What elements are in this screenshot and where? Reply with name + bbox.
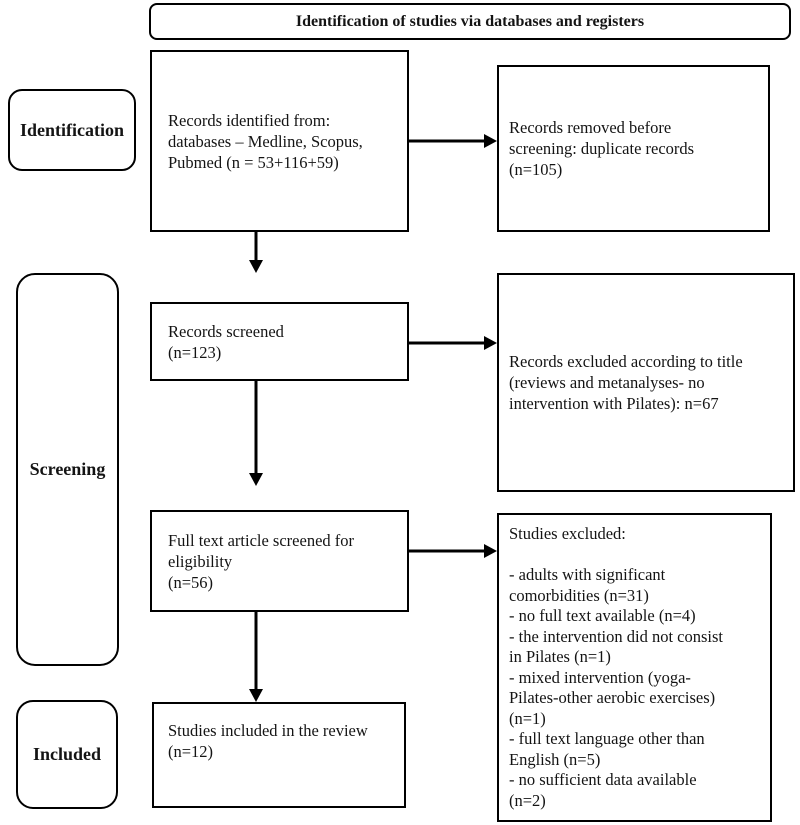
stage-label-screening: Screening xyxy=(16,273,119,666)
arrow-screened-to-excluded xyxy=(409,335,497,351)
box-records-identified-text: Records identified from: databases – Med… xyxy=(168,110,363,172)
box-studies-excluded-text: Studies excluded: - adults with signific… xyxy=(509,524,724,810)
arrowhead-down-icon xyxy=(249,260,263,273)
arrow-shaft xyxy=(254,612,258,691)
arrow-fulltext-to-included xyxy=(248,612,264,702)
arrowhead-down-icon xyxy=(249,473,263,486)
box-records-removed-text: Records removed before screening: duplic… xyxy=(509,118,695,179)
diagram-title-box: Identification of studies via databases … xyxy=(149,3,791,40)
box-records-screened: Records screened (n=123) xyxy=(150,302,409,381)
box-full-text-screened: Full text article screened for eligibili… xyxy=(150,510,409,612)
arrow-identified-to-screened xyxy=(248,232,264,273)
diagram-title: Identification of studies via databases … xyxy=(295,12,645,30)
box-records-removed: Records removed before screening: duplic… xyxy=(497,65,770,232)
arrow-screened-to-fulltext xyxy=(248,381,264,486)
arrow-shaft xyxy=(254,232,258,262)
stage-label-included: Included xyxy=(16,700,118,809)
box-studies-excluded: Studies excluded: - adults with signific… xyxy=(497,513,772,822)
box-records-identified: Records identified from: databases – Med… xyxy=(150,50,409,232)
box-full-text-screened-text: Full text article screened for eligibili… xyxy=(168,530,355,592)
arrow-shaft xyxy=(409,549,486,553)
stage-label-screening-text: Screening xyxy=(29,459,106,479)
box-studies-included-text: Studies included in the review (n=12) xyxy=(168,721,368,761)
arrowhead-right-icon xyxy=(484,134,497,148)
arrow-shaft xyxy=(409,341,486,345)
box-records-excluded: Records excluded according to title (rev… xyxy=(497,273,795,492)
box-records-screened-text: Records screened (n=123) xyxy=(168,321,284,362)
stage-label-identification: Identification xyxy=(8,89,136,171)
arrow-fulltext-to-excluded xyxy=(409,543,497,559)
stage-label-identification-text: Identification xyxy=(19,119,124,140)
arrowhead-right-icon xyxy=(484,336,497,350)
box-records-excluded-text: Records excluded according to title (rev… xyxy=(509,352,743,413)
arrow-shaft xyxy=(254,381,258,475)
arrowhead-down-icon xyxy=(249,689,263,702)
arrowhead-right-icon xyxy=(484,544,497,558)
box-studies-included: Studies included in the review (n=12) xyxy=(152,702,406,808)
arrow-shaft xyxy=(409,139,486,143)
arrow-identified-to-removed xyxy=(409,133,497,149)
stage-label-included-text: Included xyxy=(32,744,102,764)
